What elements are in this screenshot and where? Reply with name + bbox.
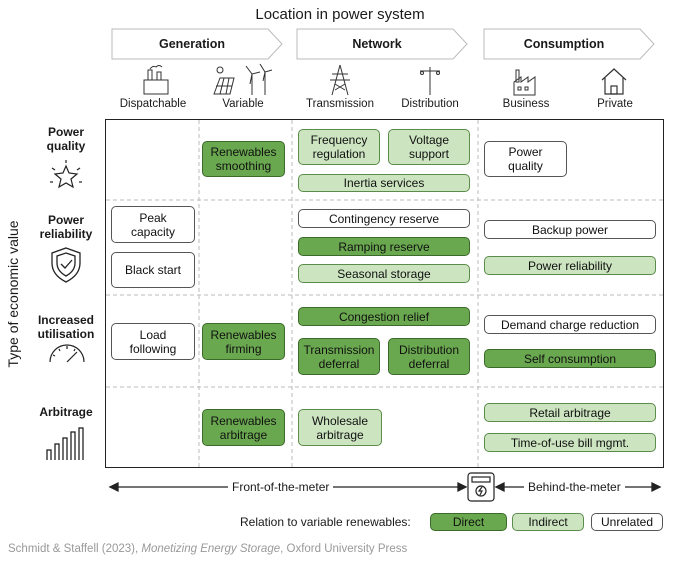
- generation-chevron: [111, 28, 283, 60]
- network-chevron: [296, 28, 468, 60]
- box-ramping-reserve: Ramping reserve: [298, 237, 470, 256]
- column-label-consumption: Consumption: [523, 37, 605, 51]
- row-icons: [46, 160, 85, 460]
- arrow-left-icon: [108, 481, 119, 493]
- distribution-pole-icon: [420, 67, 440, 95]
- legend-direct: Direct: [430, 513, 507, 531]
- box-contingency-reserve: Contingency reserve: [298, 209, 470, 228]
- transmission-tower-icon: [330, 64, 350, 96]
- row-label-arbitrage: Arbitrage: [39, 405, 93, 419]
- bar-chart-icon: [46, 427, 84, 460]
- diagram-title: Location in power system: [255, 6, 425, 23]
- column-chevrons: [111, 28, 655, 60]
- box-black-start: Black start: [111, 252, 195, 288]
- subcolumn-dispatchable: Dispatchable: [119, 98, 187, 110]
- diagram-frame: [105, 119, 664, 468]
- source-citation: Schmidt & Staffell (2023), Monetizing En…: [8, 543, 408, 555]
- front-of-meter-label: Front-of-the-meter: [228, 480, 334, 494]
- subcolumn-variable: Variable: [222, 98, 264, 110]
- subcolumn-icons: [143, 63, 627, 96]
- shield-check-icon: [51, 247, 81, 283]
- box-seasonal-storage: Seasonal storage: [298, 264, 470, 283]
- subcolumn-private: Private: [597, 98, 633, 110]
- column-label-network: Network: [352, 37, 402, 51]
- electricity-meter-icon: [467, 472, 495, 502]
- subcolumn-distribution: Distribution: [401, 98, 459, 110]
- legend-unrelated: Unrelated: [591, 513, 663, 531]
- box-backup-power: Backup power: [484, 220, 656, 239]
- subcolumn-transmission: Transmission: [306, 98, 374, 110]
- subcolumn-business: Business: [502, 98, 550, 110]
- box-retail-arbitrage: Retail arbitrage: [484, 403, 656, 422]
- box-self-consumption: Self consumption: [484, 349, 656, 368]
- box-time-of-use: Time-of-use bill mgmt.: [484, 433, 656, 452]
- consumption-chevron: [483, 28, 655, 60]
- legend-indirect: Indirect: [512, 513, 584, 531]
- y-axis-label: Type of economic value: [5, 220, 21, 368]
- power-plant-icon: [143, 65, 169, 95]
- house-icon: [601, 68, 627, 95]
- column-label-generation: Generation: [159, 37, 225, 51]
- box-power-reliability: Power reliability: [484, 256, 656, 275]
- arrow-right-icon: [457, 481, 468, 493]
- behind-meter-label: Behind-the-meter: [524, 480, 625, 494]
- gauge-icon: [49, 344, 85, 363]
- box-congestion-relief: Congestion relief: [298, 307, 470, 326]
- grid-dashes: [106, 120, 663, 467]
- star-icon: [50, 160, 82, 189]
- box-inertia-services: Inertia services: [298, 174, 470, 192]
- box-demand-charge-reduction: Demand charge reduction: [484, 315, 656, 334]
- legend-label: Relation to variable renewables:: [240, 515, 411, 529]
- factory-icon: [513, 69, 536, 96]
- solar-wind-icon: [213, 63, 273, 95]
